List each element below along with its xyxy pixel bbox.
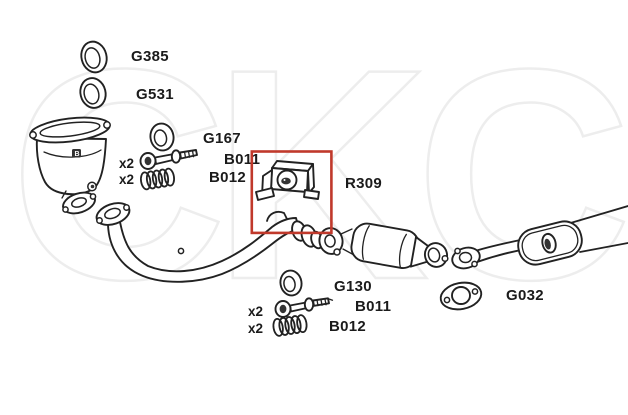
label-x2-bolt-bottom: x2 [248,304,263,319]
spring-top[interactable] [140,167,175,191]
gasket-ring-g385[interactable] [78,39,110,75]
spring-bottom[interactable] [272,314,308,337]
label-x2-spring-top: x2 [119,172,134,187]
middle-catalytic-converter[interactable] [317,221,450,272]
label-r309[interactable]: R309 [345,175,382,192]
mounting-bolt-bottom[interactable] [274,297,334,318]
mounting-bolt-top[interactable] [139,149,198,170]
label-b012-bottom[interactable]: B012 [329,318,366,335]
label-g032[interactable]: G032 [506,287,544,304]
front-exhaust-pipe[interactable] [94,199,325,283]
gasket-ring-g531[interactable] [77,75,109,110]
front-catalytic-converter[interactable]: B [29,114,111,217]
label-g531[interactable]: G531 [136,86,174,103]
label-g385[interactable]: G385 [131,48,169,65]
muffler[interactable] [515,205,628,268]
label-g130[interactable]: G130 [334,278,372,295]
label-b012-top[interactable]: B012 [209,169,246,186]
gasket-ring-g167[interactable] [148,122,175,153]
label-x2-spring-bottom: x2 [248,321,263,336]
label-x2-bolt-top: x2 [119,156,134,171]
gasket-ring-g130[interactable] [278,269,303,297]
label-g167[interactable]: G167 [203,130,241,147]
label-b011-bottom[interactable]: B011 [355,298,391,315]
gasket-g032[interactable] [438,279,483,312]
highlight-box-r309 [250,150,333,235]
converter-mark-label: B [75,151,80,158]
label-b011-top[interactable]: B011 [224,151,260,168]
exhaust-mount-bracket-r309[interactable] [255,160,320,201]
